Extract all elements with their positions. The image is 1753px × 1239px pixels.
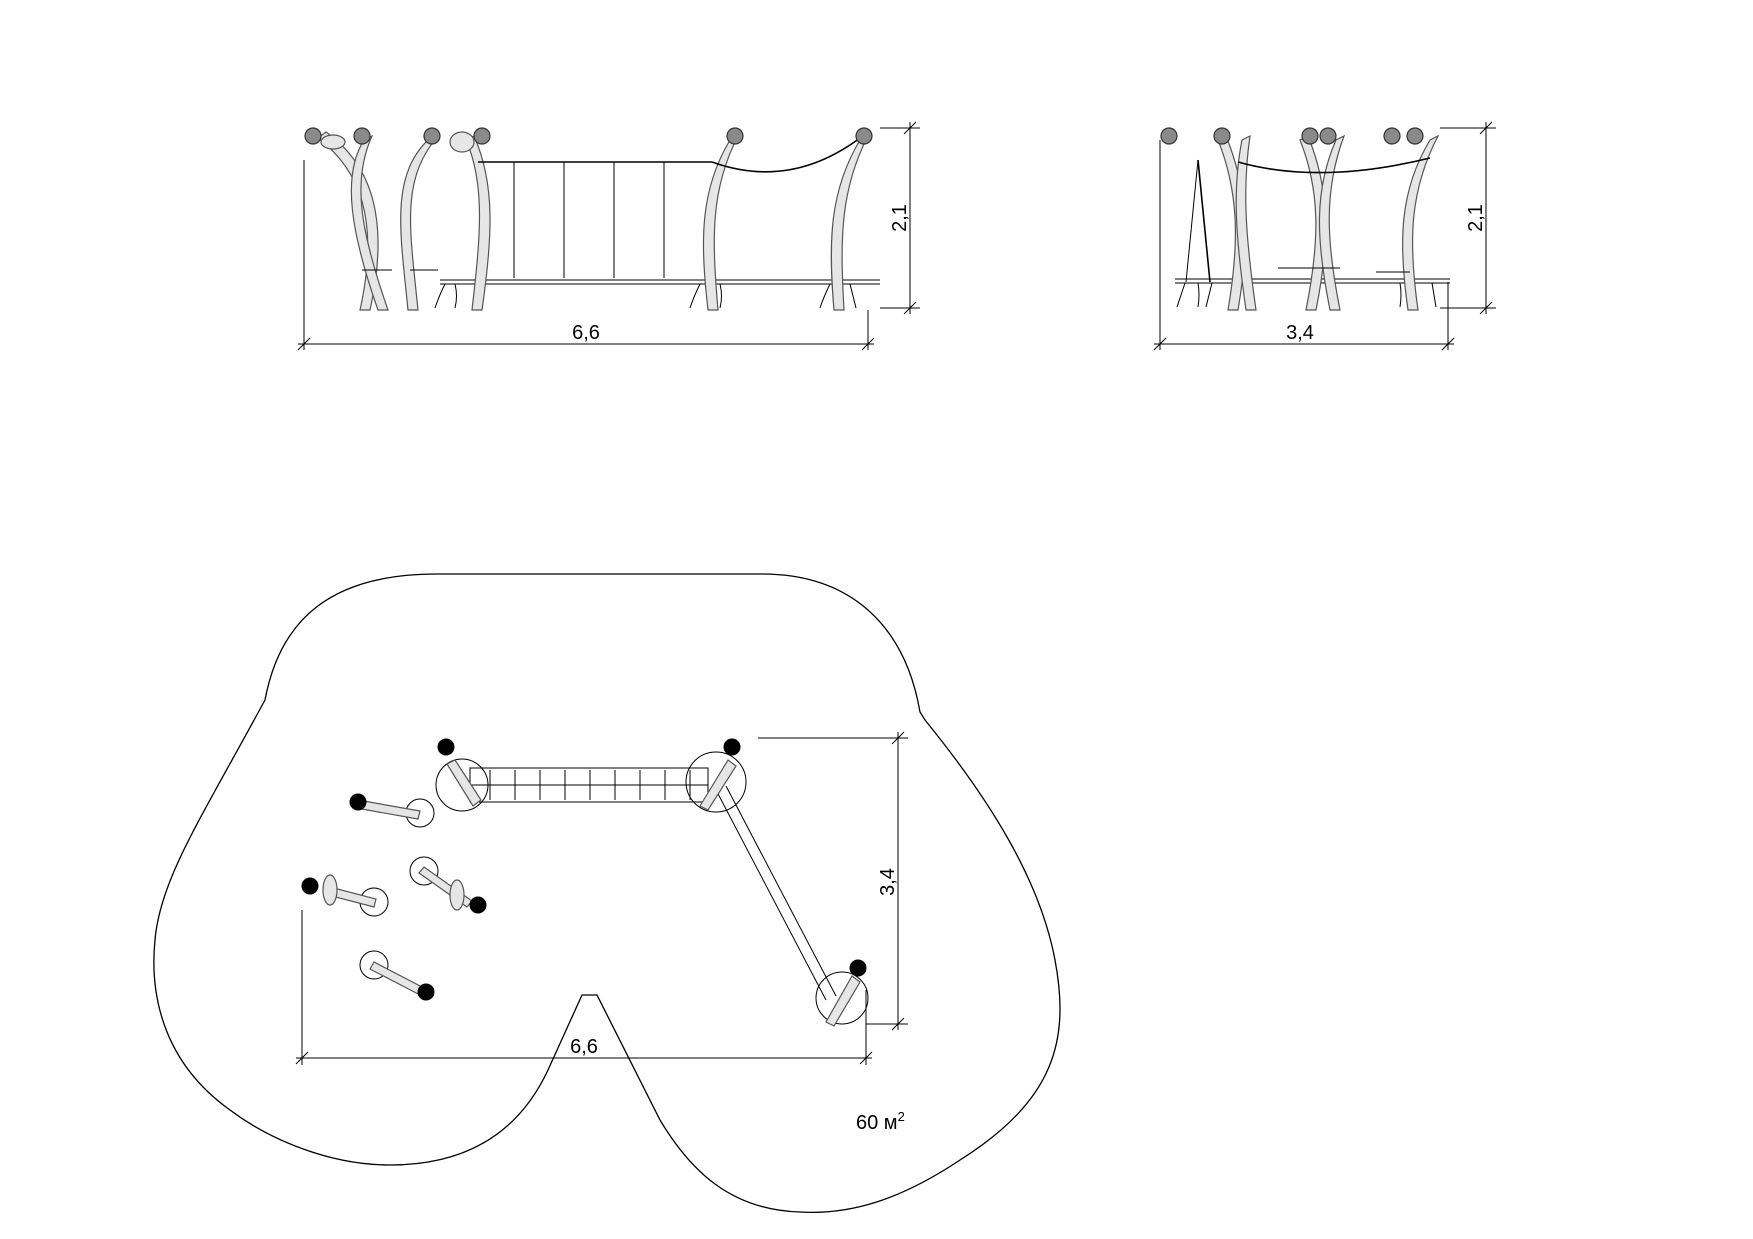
front-height-label: 2,1 bbox=[889, 204, 911, 232]
plan-ball bbox=[417, 983, 435, 1001]
front-post bbox=[350, 134, 389, 311]
front-post bbox=[400, 134, 440, 311]
side-post bbox=[1318, 134, 1346, 311]
plan-post-footprint bbox=[435, 758, 489, 812]
front-sag-rope bbox=[711, 137, 861, 173]
side-post bbox=[1299, 135, 1327, 311]
plan-depth-label: 3,4 bbox=[877, 868, 899, 896]
plan-view: 6,6 3,4 60 м2 bbox=[153, 573, 1061, 1214]
plan-post-footprint bbox=[685, 751, 747, 813]
side-sag-rope bbox=[1237, 157, 1431, 174]
front-width-label: 6,6 bbox=[572, 322, 600, 344]
side-post bbox=[1402, 134, 1440, 311]
front-ball bbox=[304, 127, 322, 145]
side-ball bbox=[1406, 127, 1424, 145]
side-width-label: 3,4 bbox=[1286, 322, 1314, 344]
side-ball bbox=[1319, 127, 1337, 145]
side-elevation: 3,4 2,1 bbox=[1153, 121, 1496, 351]
front-post bbox=[465, 135, 491, 311]
side-ball bbox=[1383, 127, 1401, 145]
side-ball bbox=[1301, 127, 1319, 145]
front-ball bbox=[473, 127, 491, 145]
plan-post-footprint bbox=[815, 971, 869, 1025]
plan-ball bbox=[349, 793, 367, 811]
front-ball bbox=[855, 127, 873, 145]
plan-ball bbox=[301, 877, 319, 895]
plan-width-label: 6,6 bbox=[570, 1036, 598, 1058]
front-ball bbox=[423, 127, 441, 145]
side-ball bbox=[1160, 127, 1178, 145]
area-unit-superscript: 2 bbox=[898, 1109, 905, 1124]
plan-ball bbox=[849, 959, 867, 977]
front-post bbox=[702, 134, 740, 311]
front-post bbox=[830, 134, 870, 311]
front-ball bbox=[726, 127, 744, 145]
plan-area-label: 60 м2 bbox=[856, 1109, 905, 1134]
front-platform-feet bbox=[434, 283, 857, 309]
plan-ball bbox=[437, 738, 455, 756]
plan-ball bbox=[723, 738, 741, 756]
side-ball bbox=[1213, 127, 1231, 145]
side-height-label: 2,1 bbox=[1465, 204, 1487, 232]
area-value: 60 м bbox=[856, 1112, 898, 1134]
safety-zone-outline bbox=[153, 573, 1061, 1214]
front-elevation: 6,6 2,1 bbox=[297, 121, 920, 351]
plan-diagonal-rope bbox=[715, 789, 827, 1001]
plan-ball bbox=[469, 896, 487, 914]
front-ball bbox=[353, 127, 371, 145]
